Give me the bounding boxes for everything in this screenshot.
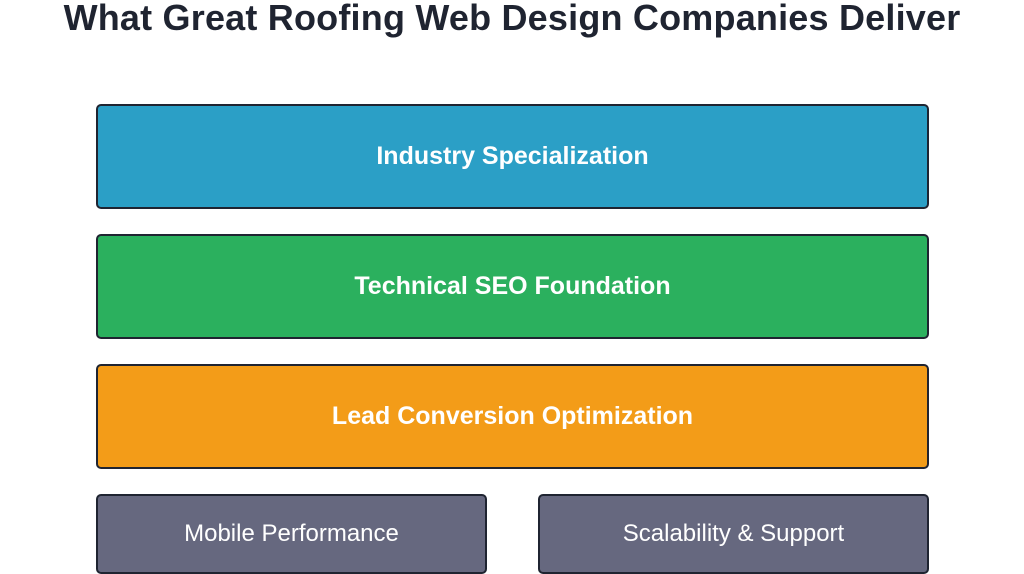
mobile-performance-box: Mobile Performance — [96, 494, 487, 574]
lead-conversion-optimization-box: Lead Conversion Optimization — [96, 364, 929, 469]
technical-seo-foundation-box: Technical SEO Foundation — [96, 234, 929, 339]
technical-seo-foundation-label: Technical SEO Foundation — [354, 272, 671, 300]
scalability-support-box: Scalability & Support — [538, 494, 929, 574]
scalability-support-label: Scalability & Support — [622, 520, 845, 547]
mobile-performance-label: Mobile Performance — [184, 520, 399, 547]
diagram-title: What Great Roofing Web Design Companies … — [63, 0, 961, 38]
lead-conversion-optimization-label: Lead Conversion Optimization — [331, 402, 694, 430]
industry-specialization-label: Industry Specialization — [376, 142, 649, 170]
industry-specialization-box: Industry Specialization — [96, 104, 929, 209]
